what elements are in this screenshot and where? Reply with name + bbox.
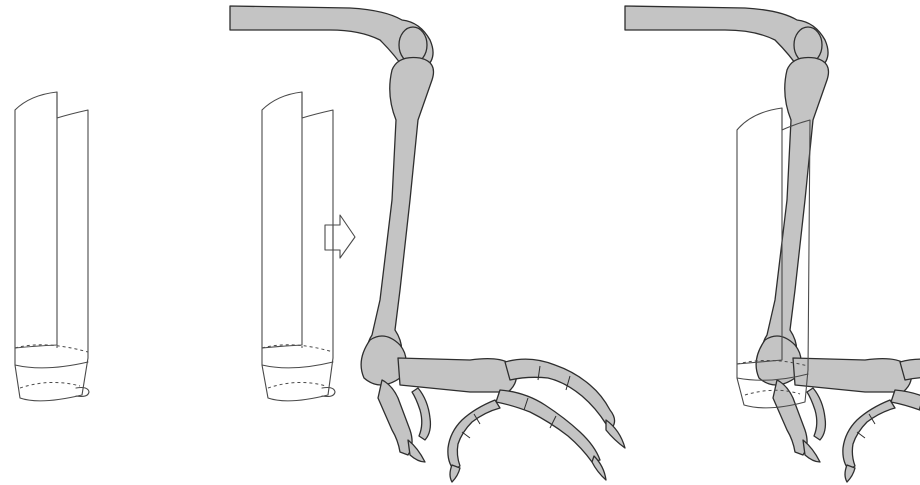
splint-tube-bottom: [15, 348, 88, 401]
splint-tab-arrow: [325, 215, 355, 258]
splint-tube-base-hidden: [20, 382, 80, 388]
panel-3-splint-applied: [625, 6, 920, 482]
splint-shell-2: [262, 92, 335, 401]
bird-leg-skeleton-3: [625, 6, 920, 482]
panel-2-splint-with-leg: [230, 6, 625, 482]
splint-tube-rim: [15, 362, 88, 368]
splint-tube-top-hidden: [15, 345, 88, 352]
panel-1-splint-shell: [15, 92, 89, 401]
splint-sheet-front: [15, 92, 57, 348]
splint-sheet-back: [57, 92, 88, 358]
bird-leg-skeleton-2: [230, 6, 625, 482]
